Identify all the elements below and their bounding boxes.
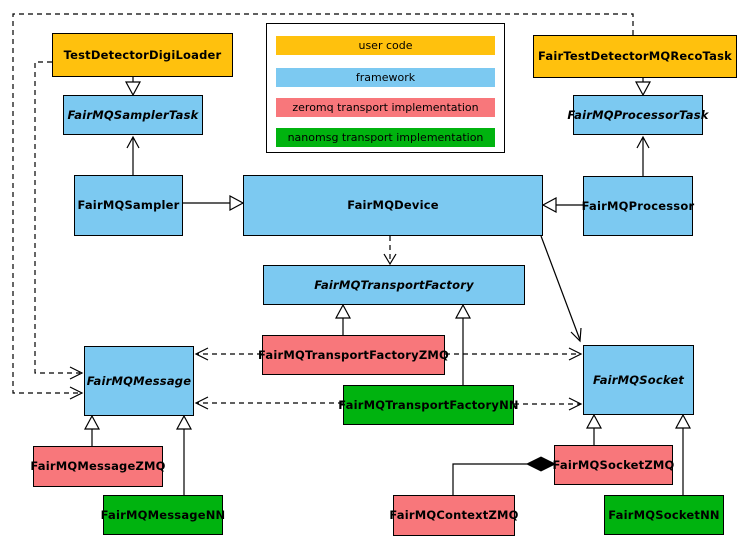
triangle-processor-device: [541, 196, 557, 214]
edge-composition-contextzmq-socketzmq: [452, 463, 527, 495]
arrowhead-device-transportfactory: [383, 253, 397, 266]
class-box-fairmqtransportfactoryzmq: FairMQTransportFactoryZMQ: [258, 335, 449, 375]
triangle-sampler-device: [229, 194, 245, 212]
triangle-factorynn-transportfactory: [454, 303, 472, 319]
class-box-fairmqsocket: FairMQSocket: [583, 345, 694, 415]
class-box-fairmqsocketzmq: FairMQSocketZMQ: [553, 445, 674, 485]
arrowhead-sampler-samplertask: [126, 135, 140, 149]
class-box-fairmqtransportfactory: FairMQTransportFactory: [263, 265, 525, 305]
triangle-digiloader-samplertask: [124, 81, 142, 97]
class-box-fairmqprocessor: FairMQProcessor: [582, 176, 694, 236]
legend-item-framework: framework: [276, 68, 495, 87]
arrowhead-factoryzmq-message: [194, 347, 209, 361]
arrowhead-device-socket: [570, 327, 582, 343]
arrowhead-factorynn-socket: [568, 397, 583, 411]
class-box-fairmqmessagenn: FairMQMessageNN: [101, 495, 225, 535]
arrowhead-factoryzmq-socket: [568, 347, 583, 361]
legend-item-user-code: user code: [276, 36, 495, 55]
class-box-fairmqmessage: FairMQMessage: [84, 346, 194, 416]
arrowhead-dependency-digiloader-message: [69, 366, 84, 380]
diamond-contextzmq-socketzmq: [525, 456, 557, 472]
legend-item-nanomsg: nanomsg transport implementation: [276, 128, 495, 147]
arrowhead-dependency-recotask-message: [69, 386, 84, 400]
class-box-fairmqsampler: FairMQSampler: [74, 175, 183, 236]
class-box-fairmqprocessortask: FairMQProcessorTask: [567, 95, 708, 135]
arrowhead-factorynn-message: [194, 396, 209, 410]
class-box-fairtestdetectormqrecotask: FairTestDetectorMQRecoTask: [533, 35, 737, 78]
triangle-socketnn-socket: [674, 413, 692, 429]
triangle-recotask-processortask: [634, 81, 652, 97]
class-box-fairmqdevice: FairMQDevice: [243, 175, 543, 236]
triangle-factoryzmq-transportfactory: [334, 303, 352, 319]
arrowhead-processor-processortask: [636, 135, 650, 149]
class-box-fairmqmessagezmq: FairMQMessageZMQ: [30, 446, 165, 487]
triangle-messagenn-message: [175, 414, 193, 430]
edge-association-device-socket: [540, 235, 581, 341]
legend-item-zeromq: zeromq transport implementation: [276, 98, 495, 117]
class-box-fairmqsamplertask: FairMQSamplerTask: [63, 95, 203, 135]
class-box-fairmqsocketnn: FairMQSocketNN: [604, 495, 724, 535]
class-box-testdetectordigiloader: TestDetectorDigiLoader: [52, 33, 233, 77]
class-box-fairmqtransportfactorynn: FairMQTransportFactoryNN: [338, 385, 519, 425]
legend: user code framework zeromq transport imp…: [266, 23, 505, 153]
triangle-socketzmq-socket: [585, 413, 603, 429]
class-box-fairmqcontextzmq: FairMQContextZMQ: [389, 495, 518, 536]
triangle-messagezmq-message: [83, 414, 101, 430]
